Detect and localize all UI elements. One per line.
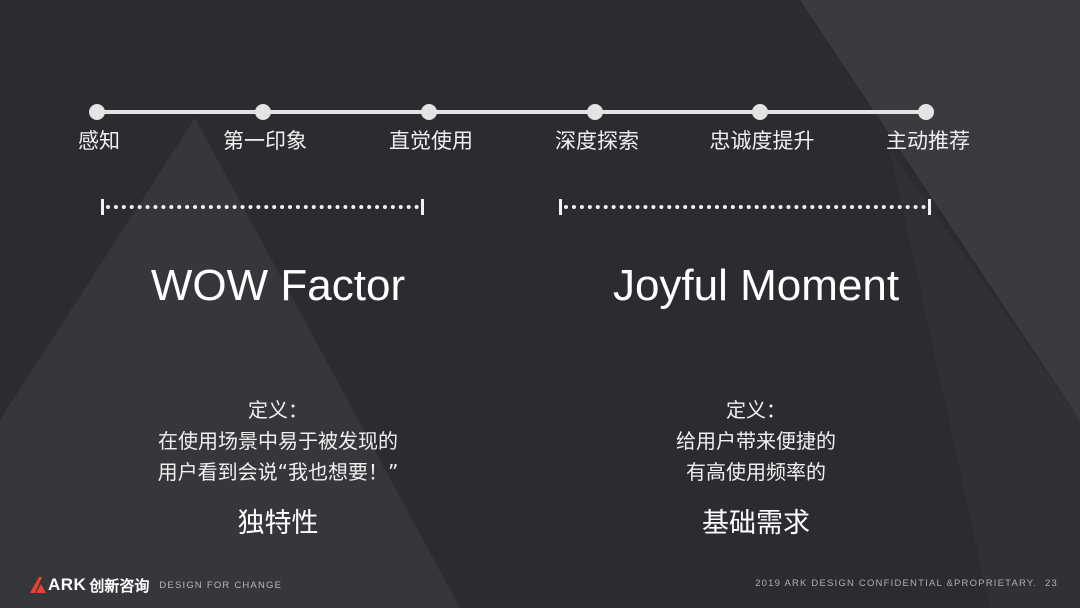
wow-factor-title: WOW Factor bbox=[150, 261, 406, 310]
definition-heading: 定义： bbox=[247, 398, 308, 422]
timeline-dot-3 bbox=[421, 104, 437, 120]
timeline-dot-6 bbox=[918, 104, 934, 120]
timeline-dot-2 bbox=[255, 104, 271, 120]
timeline-dot-1 bbox=[89, 104, 105, 120]
stage-label-deep-exploration: 深度探索 bbox=[555, 129, 639, 153]
wow-factor-keyword: 独特性 bbox=[237, 508, 319, 539]
bracket-cap bbox=[421, 199, 424, 215]
logo-chinese-text: 创新咨询 bbox=[89, 576, 150, 595]
journey-timeline: 感知 第一印象 直觉使用 深度探索 忠诚度提升 主动推荐 bbox=[0, 0, 1080, 180]
bracket-cap bbox=[928, 199, 931, 215]
joyful-moment-definition: 定义： 给用户带来便捷的 有高使用频率的 bbox=[676, 395, 836, 488]
bracket-cap bbox=[101, 199, 104, 215]
timeline-dot-5 bbox=[752, 104, 768, 120]
stage-label-perception: 感知 bbox=[78, 129, 120, 153]
bracket-cap bbox=[559, 199, 562, 215]
bracket-dotted-line bbox=[564, 205, 926, 209]
ark-logo-mark-icon bbox=[30, 577, 46, 593]
stage-label-recommendation: 主动推荐 bbox=[886, 129, 970, 153]
definition-line: 有高使用频率的 bbox=[686, 460, 826, 484]
definition-line: 用户看到会说“我也想要！” bbox=[157, 460, 399, 484]
joyful-moment-keyword: 基础需求 bbox=[702, 508, 810, 539]
definition-heading: 定义： bbox=[726, 398, 786, 422]
tagline: DESIGN FOR CHANGE bbox=[159, 579, 283, 591]
logo-text: ARK bbox=[48, 575, 87, 594]
right-range-bracket bbox=[559, 199, 931, 215]
page-number: 23 bbox=[1045, 578, 1058, 589]
joyful-moment-title: Joyful Moment bbox=[612, 261, 900, 310]
wow-factor-definition: 定义： 在使用场景中易于被发现的 用户看到会说“我也想要！” bbox=[158, 395, 399, 488]
bracket-dotted-line bbox=[106, 205, 419, 209]
background-triangle-left bbox=[0, 118, 460, 608]
stage-label-intuitive-use: 直觉使用 bbox=[389, 129, 473, 153]
timeline-dot-4 bbox=[587, 104, 603, 120]
ark-logo: ARK 创新咨询 DESIGN FOR CHANGE bbox=[30, 574, 282, 596]
left-range-bracket bbox=[101, 199, 424, 215]
footer-info: 2019 ARK DESIGN CONFIDENTIAL &PROPRIETAR… bbox=[755, 578, 1058, 589]
timeline-line bbox=[97, 110, 926, 114]
definition-line: 在使用场景中易于被发现的 bbox=[157, 429, 398, 453]
confidential-notice: 2019 ARK DESIGN CONFIDENTIAL &PROPRIETAR… bbox=[755, 578, 1038, 589]
stage-label-loyalty: 忠诚度提升 bbox=[709, 129, 815, 153]
background-triangle-right-visible bbox=[800, 0, 1080, 420]
definition-line: 给用户带来便捷的 bbox=[676, 429, 836, 453]
stage-label-first-impression: 第一印象 bbox=[223, 129, 307, 153]
background-triangle-right-lower bbox=[890, 150, 1080, 608]
